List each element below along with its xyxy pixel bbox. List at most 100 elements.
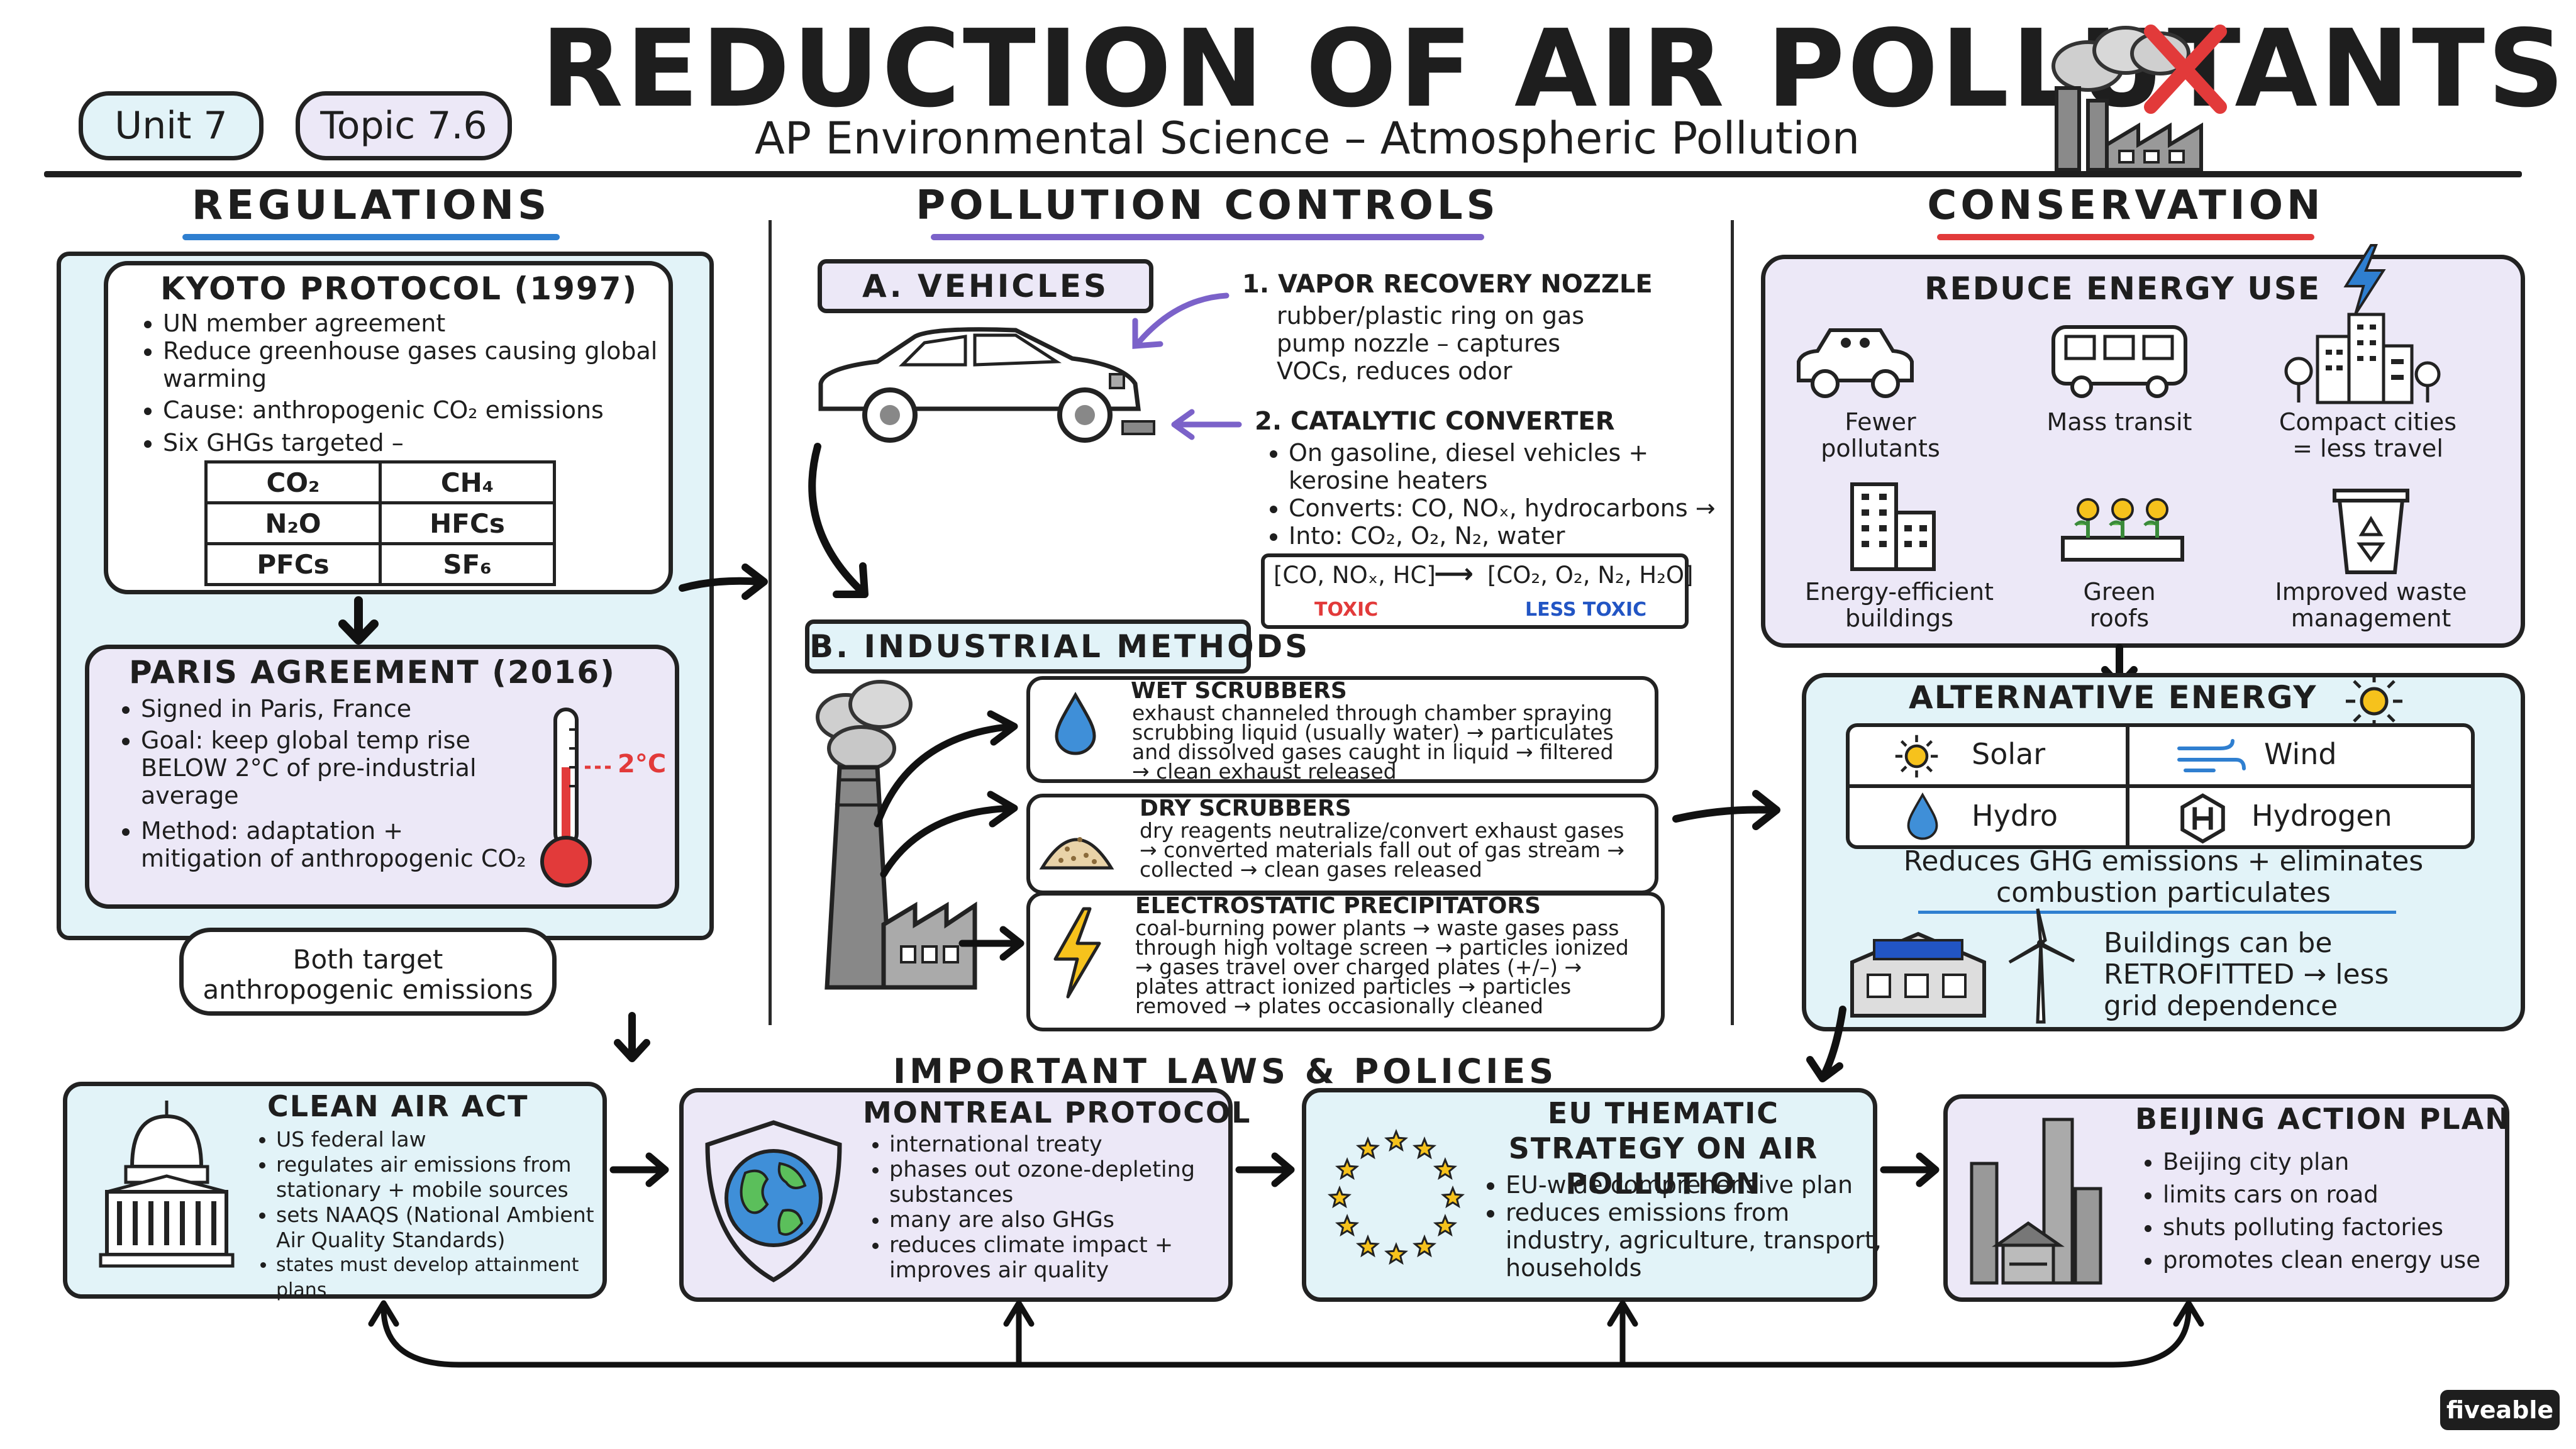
beijing-skyline-icon <box>1970 1118 2102 1285</box>
law-title: MONTREAL PROTOCOL <box>863 1096 1252 1130</box>
wind-icon <box>2177 739 2246 772</box>
law-bullet: shuts polluting factories <box>2163 1211 2515 1244</box>
globe-shield-icon <box>705 1120 842 1283</box>
paris-bullets: Signed in Paris, France Goal: keep globa… <box>113 695 531 872</box>
eu-star-icon <box>1412 1234 1437 1258</box>
sun-icon <box>1895 735 1938 778</box>
cat-bullet: On gasoline, diesel vehicles + kerosine … <box>1289 439 1716 494</box>
heading-regulations: REGULATIONS <box>191 182 551 229</box>
heading-conservation: CONSERVATION <box>1927 182 2324 229</box>
eu-star-icon <box>1440 1185 1465 1209</box>
eu-star-icon <box>1335 1213 1360 1237</box>
car-icon <box>818 327 1155 443</box>
law-bullets: Beijing city plan limits cars on road sh… <box>2135 1146 2515 1277</box>
law-bullet: phases out ozone-depleting substances <box>889 1157 1248 1208</box>
arrow-regs-to-controls <box>679 564 768 600</box>
wet-scrubbers-text: exhaust channeled through chamber sprayi… <box>1132 701 1614 784</box>
eu-star-icon <box>1384 1128 1409 1152</box>
kyoto-title: KYOTO PROTOCOL (1997) <box>160 270 638 307</box>
law-title: EU THEMATIC STRATEGY ON AIR POLLUTION <box>1508 1096 1819 1201</box>
arrow-regs-to-laws <box>614 1012 650 1062</box>
column-divider-2 <box>1731 220 1734 1025</box>
wind-turbine-icon <box>2008 908 2075 1024</box>
ghg-cell: N₂O <box>204 501 382 545</box>
arrow-cat-to-car <box>1171 409 1242 440</box>
formula-arrow: ⟶ <box>1434 558 1474 590</box>
arrow-law-2-3 <box>1235 1152 1295 1187</box>
energy-grid-divider-h <box>1846 784 2475 788</box>
house-solar-icon <box>1850 931 1986 1018</box>
powder-pile-icon <box>1039 837 1114 870</box>
ghg-cell: CO₂ <box>204 460 382 504</box>
dry-scrubbers-card <box>1026 794 1658 894</box>
eu-star-icon <box>1335 1157 1360 1180</box>
kyoto-bullet: Reduce greenhouse gases causing global w… <box>163 337 679 392</box>
vapor-text: rubber/plastic ring on gas pump nozzle –… <box>1277 302 1585 385</box>
less-toxic-label: LESS TOXIC <box>1525 599 1647 621</box>
arrow-conservation-to-laws <box>1806 1006 1846 1082</box>
kyoto-bullet: UN member agreement <box>163 309 679 337</box>
water-drop-icon <box>1055 691 1096 755</box>
arrow-law-1-2 <box>609 1152 669 1187</box>
page-subtitle: AP Environmental Science – Atmospheric P… <box>755 113 1860 164</box>
eu-star-icon <box>1384 1241 1409 1265</box>
thermometer-label: 2°C <box>618 750 667 779</box>
bolt-icon <box>2343 244 2386 316</box>
esp-card <box>1026 892 1665 1031</box>
cat-bullets: On gasoline, diesel vehicles + kerosine … <box>1261 439 1716 550</box>
paris-bullet: Signed in Paris, France <box>141 695 531 723</box>
bottom-connector <box>368 1300 2204 1368</box>
industrial-tag: B. INDUSTRIAL METHODS <box>805 619 1307 674</box>
arrow-vehicles-to-industrial <box>808 443 869 598</box>
eu-star-icon <box>1327 1185 1352 1209</box>
law-bullet: regulates air emissions from stationary … <box>276 1152 628 1202</box>
reduce-item: Improved waste management <box>2275 578 2467 632</box>
reduce-item: Green roofs <box>2083 578 2156 632</box>
dry-scrubbers-title: DRY SCRUBBERS <box>1140 796 1352 821</box>
unit-badge: Unit 7 <box>79 91 264 160</box>
kyoto-bullets: UN member agreement Reduce greenhouse ga… <box>135 309 679 457</box>
underline-conservation <box>1937 234 2314 240</box>
city-icon <box>2284 313 2441 404</box>
law-bullet: international treaty <box>889 1132 1248 1157</box>
column-divider-1 <box>769 220 772 1025</box>
ghg-cell: PFCs <box>204 542 382 586</box>
eu-star-icon <box>1412 1136 1437 1160</box>
threshold-dash-icon <box>585 765 613 769</box>
eu-star-icon <box>1355 1136 1380 1160</box>
law-bullet: states must develop attainment plans <box>276 1253 628 1303</box>
hydro-drop-icon <box>1907 792 1938 840</box>
law-bullet: sets NAAQS (National Ambient Air Quality… <box>276 1202 628 1253</box>
energy-hydro: Hydro <box>1972 799 2058 833</box>
arrow-law-3-4 <box>1880 1152 1940 1187</box>
eu-stars-icon <box>1327 1128 1465 1265</box>
ghg-cell: CH₄ <box>379 460 556 504</box>
reduce-energy-card <box>1761 255 2525 648</box>
law-bullet: US federal law <box>276 1127 628 1152</box>
reduce-item: Mass transit <box>2046 408 2192 436</box>
eu-star-icon <box>1433 1157 1458 1180</box>
dry-scrubbers-text: dry reagents neutralize/convert exhaust … <box>1140 818 1625 882</box>
cat-title: 2. CATALYTIC CONVERTER <box>1255 407 1615 436</box>
law-bullets: international treaty phases out ozone-de… <box>862 1132 1248 1283</box>
cat-bullet: Into: CO₂, O₂, N₂, water <box>1289 522 1716 550</box>
vehicles-tag: A. VEHICLES <box>818 259 1153 313</box>
arrow-controls-to-conservation <box>1672 790 1780 830</box>
eu-star-icon <box>1355 1234 1380 1258</box>
heading-controls: POLLUTION CONTROLS <box>916 182 1499 229</box>
energy-wind: Wind <box>2264 737 2337 771</box>
underline-controls <box>931 234 1484 240</box>
alternative-note: Reduces GHG emissions + eliminates combu… <box>1903 845 2424 909</box>
topic-badge: Topic 7.6 <box>296 91 512 160</box>
page-title: REDUCTION OF AIR POLLUTANTS <box>541 7 2567 131</box>
esp-title: ELECTROSTATIC PRECIPITATORS <box>1135 893 1541 919</box>
law-bullet: Beijing city plan <box>2163 1146 2515 1179</box>
esp-text: coal-burning power plants → waste gases … <box>1135 916 1629 1018</box>
arrow-to-esp <box>958 926 1024 961</box>
formula-box <box>1261 553 1689 629</box>
law-bullet: many are also GHGs <box>889 1208 1248 1233</box>
law-title: BEIJING ACTION PLAN <box>2135 1102 2511 1136</box>
building-icon <box>1850 482 1936 571</box>
car-outline-icon <box>1797 328 1914 398</box>
law-bullets: EU-wide comprehensive plan reduces emiss… <box>1478 1171 1896 1282</box>
